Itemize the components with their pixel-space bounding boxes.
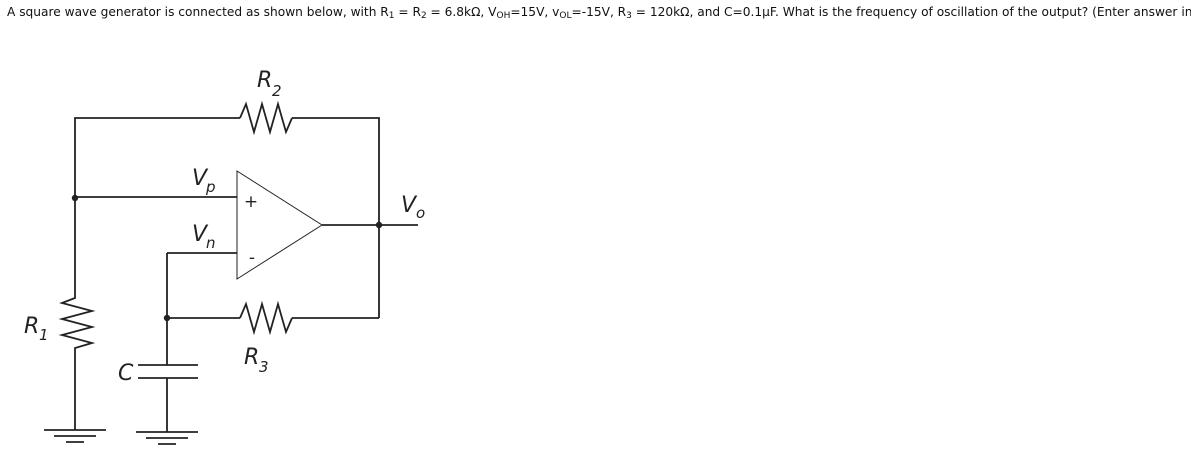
plus-sign: + [244, 192, 258, 212]
label-r1-main: R [24, 314, 39, 339]
resistor-r1 [58, 279, 96, 362]
resistor-r3 [239, 300, 293, 336]
question-sub: OL [559, 11, 572, 21]
label-vn-main: V [192, 222, 209, 247]
label-r2: R 2 [257, 68, 282, 100]
question-part: =15V, v [510, 5, 560, 19]
label-vo: V o [401, 193, 425, 222]
label-r3-sub: 3 [259, 358, 269, 376]
question-sub: 2 [420, 11, 427, 21]
resistor-r2 [239, 100, 293, 136]
top-wire [74, 117, 240, 197]
label-vp: V p [192, 166, 216, 196]
question-part: = 120kΩ, and C=0.1µF. What is the freque… [631, 5, 1191, 19]
question-part: A square wave generator is connected as … [7, 5, 389, 19]
question-sub: 1 [388, 11, 395, 21]
top-wire-right [292, 117, 380, 318]
label-r1: R 1 [24, 314, 49, 344]
question-text: A square wave generator is connected as … [7, 5, 1191, 21]
junction-output [375, 221, 383, 229]
label-vp-sub: p [205, 178, 216, 196]
question-sub: OH [496, 11, 511, 21]
minus-sign: - [249, 248, 255, 268]
ground-symbol-cap [136, 431, 198, 445]
question-part: = 6.8kΩ, V [426, 5, 497, 19]
label-r2-main: R [257, 68, 272, 93]
label-vo-main: V [401, 193, 418, 218]
op-amp [236, 170, 323, 280]
label-r2-sub: 2 [272, 82, 282, 100]
label-vp-main: V [192, 166, 209, 191]
capacitor [138, 364, 198, 379]
label-r3: R 3 [244, 345, 269, 376]
label-r1-sub: 1 [39, 326, 49, 344]
ground-symbol-r1 [44, 429, 106, 443]
junction-vp [71, 194, 79, 202]
label-vn-sub: n [206, 234, 216, 252]
question-sub: 3 [626, 11, 632, 21]
label-vn: V n [192, 222, 216, 252]
label-r3-main: R [244, 345, 259, 370]
label-capacitor: C [118, 361, 134, 386]
question-part: = R [394, 5, 421, 19]
question-part: =-15V, R [571, 5, 627, 19]
label-vo-sub: o [416, 204, 425, 222]
